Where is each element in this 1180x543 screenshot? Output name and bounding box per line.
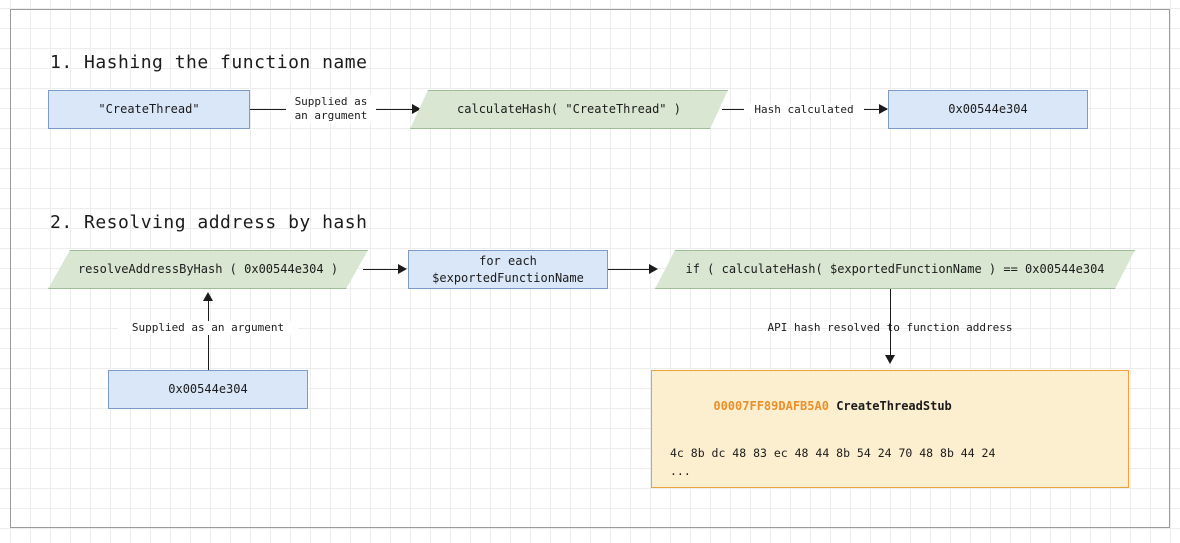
hash-comparison-shape [655,250,1135,289]
calculate-hash-shape [410,90,728,129]
edge-supplied-as-argument-2-line [208,300,209,370]
resolve-address-by-hash-process: resolveAddressByHash ( 0x00544e304 ) [48,250,368,289]
edge-label-hash-calculated: Hash calculated [744,103,864,117]
resolve-address-by-hash-shape [48,250,368,289]
edge-hash-calculated-arrowhead [879,104,888,114]
section-1-heading: 1. Hashing the function name [50,52,368,73]
resolved-function-code-block: 00007FF89DAFB5A0 CreateThreadStub 4c 8b … [651,370,1129,488]
edge-label-api-hash-resolved: API hash resolved to function address [767,321,1013,334]
edge-api-hash-resolved-arrowhead [885,355,895,364]
edge-loop-to-condition-arrowhead [649,264,658,274]
calculate-hash-process: calculateHash( "CreateThread" ) [410,90,728,129]
code-block-bytes-line-1: 4c 8b dc 48 83 ec 48 44 8b 54 24 70 48 8… [670,446,996,460]
input-function-name-box: "CreateThread" [48,90,250,129]
section-2-heading: 2. Resolving address by hash [50,212,368,233]
hash-comparison-condition: if ( calculateHash( $exportedFunctionNam… [655,250,1135,289]
code-block-symbol: CreateThreadStub [836,399,952,413]
edge-api-hash-resolved-line [890,289,891,361]
code-block-title: 00007FF89DAFB5A0 CreateThreadStub [670,385,1110,427]
code-block-bytes-line-2: ... [670,463,691,478]
edge-supplied-as-argument-2-arrowhead [203,292,213,301]
edge-label-supplied-as-argument-1: Supplied as an argument [286,95,376,123]
edge-resolve-to-loop-arrowhead [398,264,407,274]
code-block-address: 00007FF89DAFB5A0 [713,399,829,413]
edge-resolve-to-loop-line [363,269,405,270]
for-each-loop-box: for each $exportedFunctionName [408,250,608,289]
hash-input-box: 0x00544e304 [108,370,308,409]
edge-label-supplied-as-argument-2: Supplied as an argument [118,321,298,335]
edge-loop-to-condition-line [608,269,656,270]
edge-supplied-as-argument-arrowhead [412,104,421,114]
hash-result-box: 0x00544e304 [888,90,1088,129]
